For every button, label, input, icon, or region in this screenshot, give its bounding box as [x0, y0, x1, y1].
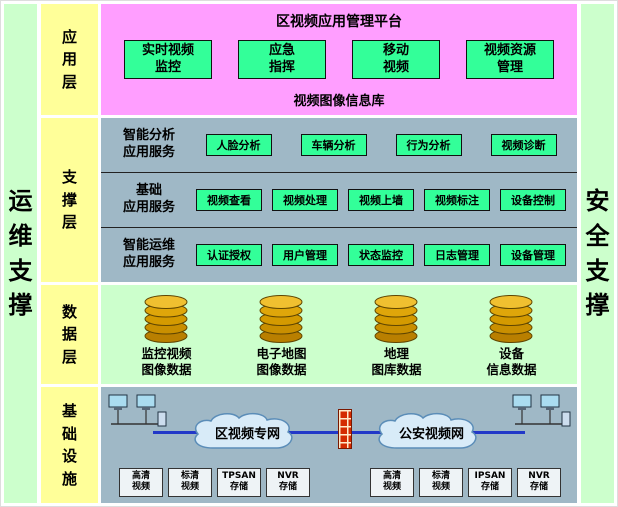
module-box: 实时视频 监控 — [124, 40, 212, 79]
service-item: 日志管理 — [424, 244, 490, 266]
workstation-group-icon — [512, 394, 571, 427]
service-item: 人脸分析 — [205, 134, 272, 156]
database-icon — [489, 294, 533, 343]
support-layer-row: 支撑层 智能分析 应用服务 人脸分析 车辆分析 行为分析 视频诊断 基础 应用服… — [41, 118, 577, 282]
workstation-group-icon — [108, 394, 167, 427]
storage-box: 标清 视频 — [168, 467, 212, 497]
storage-group-left: 高清 视频 标清 视频 TPSAN 存储 NVR 存储 — [119, 467, 310, 497]
data-layer-section: 监控视频 图像数据 电子地图 图像数据 — [101, 285, 577, 384]
layer-label-text: 应用层 — [61, 27, 77, 91]
service-items: 人脸分析 车辆分析 行为分析 视频诊断 — [191, 134, 571, 156]
database-icon — [374, 294, 418, 343]
database-icon — [259, 294, 303, 343]
sidebar-left: 运维支撑 — [4, 4, 37, 503]
firewall-icon — [338, 409, 352, 449]
layer-label-text: 支撑层 — [61, 168, 77, 232]
infrastructure-layer-row: 基础设施 区视频专网 — [41, 387, 577, 503]
application-layer-section: 区视频应用管理平台 实时视频 监控 应急 指挥 移动 视频 视频资源 管理 视频… — [101, 4, 577, 115]
storage-box: 标清 视频 — [419, 467, 463, 497]
service-item: 车辆分析 — [300, 134, 367, 156]
cloud-label: 公安视频网 — [398, 426, 464, 442]
diagram-main: 应用层 区视频应用管理平台 实时视频 监控 应急 指挥 移动 视频 视频资源 管… — [41, 4, 577, 503]
storage-row: 高清 视频 标清 视频 TPSAN 存储 NVR 存储 高清 视频 标清 视频 … — [101, 467, 577, 497]
database-icon — [144, 294, 188, 343]
service-item: 视频上墙 — [348, 189, 414, 211]
service-item: 设备管理 — [500, 244, 566, 266]
database-group: 设备 信息数据 — [486, 292, 537, 377]
application-layer-row: 应用层 区视频应用管理平台 实时视频 监控 应急 指挥 移动 视频 视频资源 管… — [41, 4, 577, 115]
service-item: 设备控制 — [500, 189, 566, 211]
support-layer-section: 智能分析 应用服务 人脸分析 车辆分析 行为分析 视频诊断 基础 应用服务 视频… — [101, 118, 577, 282]
layer-label-data: 数据层 — [41, 285, 98, 384]
service-item: 用户管理 — [272, 244, 338, 266]
database-label: 设备 信息数据 — [486, 345, 537, 377]
sidebar-right: 安全支撑 — [581, 4, 614, 503]
platform-title: 区视频应用管理平台 — [276, 14, 402, 30]
service-item: 视频查看 — [196, 189, 262, 211]
layer-label-infrastructure: 基础设施 — [41, 387, 98, 503]
database-group: 监控视频 图像数据 — [141, 292, 192, 377]
service-row-label: 智能分析 应用服务 — [122, 128, 175, 160]
module-box: 应急 指挥 — [238, 40, 326, 79]
module-box: 视频资源 管理 — [466, 40, 554, 79]
service-row-label: 基础 应用服务 — [122, 183, 175, 215]
cloud-label: 区视频专网 — [214, 426, 280, 442]
cloud-icon — [194, 412, 293, 449]
service-item: 认证授权 — [196, 244, 262, 266]
database-group: 电子地图 图像数据 — [256, 292, 307, 377]
sidebar-left-label: 运维支撑 — [8, 186, 33, 320]
database-label: 电子地图 图像数据 — [256, 345, 307, 377]
service-item: 行为分析 — [395, 134, 462, 156]
layer-label-support: 支撑层 — [41, 118, 98, 282]
service-item: 视频标注 — [424, 189, 490, 211]
data-layer-row: 数据层 监控视频 图像数据 — [41, 285, 577, 384]
layer-label-application: 应用层 — [41, 4, 98, 115]
module-box: 移动 视频 — [352, 40, 440, 79]
storage-group-right: 高清 视频 标清 视频 IPSAN 存储 NVR 存储 — [370, 467, 561, 497]
storage-box: 高清 视频 — [370, 467, 414, 497]
service-item: 状态监控 — [348, 244, 414, 266]
service-items: 视频查看 视频处理 视频上墙 视频标注 设备控制 — [191, 189, 571, 211]
application-modules: 实时视频 监控 应急 指挥 移动 视频 视频资源 管理 — [107, 32, 571, 87]
sidebar-right-label: 安全支撑 — [585, 186, 610, 320]
database-label: 监控视频 图像数据 — [141, 345, 192, 377]
storage-box: NVR 存储 — [517, 467, 561, 497]
service-row-label: 智能运维 应用服务 — [122, 238, 175, 270]
layer-label-text: 数据层 — [61, 302, 77, 366]
service-item: 视频诊断 — [490, 134, 557, 156]
storage-box: NVR 存储 — [266, 467, 310, 497]
database-label: 地理 图库数据 — [371, 345, 422, 377]
video-image-library-label: 视频图像信息库 — [293, 94, 385, 109]
service-row-basic: 基础 应用服务 视频查看 视频处理 视频上墙 视频标注 设备控制 — [101, 172, 577, 227]
network-cloud: 区视频专网 — [185, 410, 310, 454]
storage-box: IPSAN 存储 — [468, 467, 512, 497]
storage-box: 高清 视频 — [119, 467, 163, 497]
layer-label-text: 基础设施 — [61, 402, 77, 488]
network-cloud: 公安视频网 — [369, 410, 494, 454]
infrastructure-section: 区视频专网 公安视频网 — [101, 387, 577, 503]
service-items: 认证授权 用户管理 状态监控 日志管理 设备管理 — [191, 244, 571, 266]
storage-box: TPSAN 存储 — [217, 467, 261, 497]
cloud-icon — [378, 412, 477, 449]
service-row-analysis: 智能分析 应用服务 人脸分析 车辆分析 行为分析 视频诊断 — [101, 118, 577, 172]
service-item: 视频处理 — [272, 189, 338, 211]
database-group: 地理 图库数据 — [371, 292, 422, 377]
service-row-ops: 智能运维 应用服务 认证授权 用户管理 状态监控 日志管理 设备管理 — [101, 227, 577, 282]
